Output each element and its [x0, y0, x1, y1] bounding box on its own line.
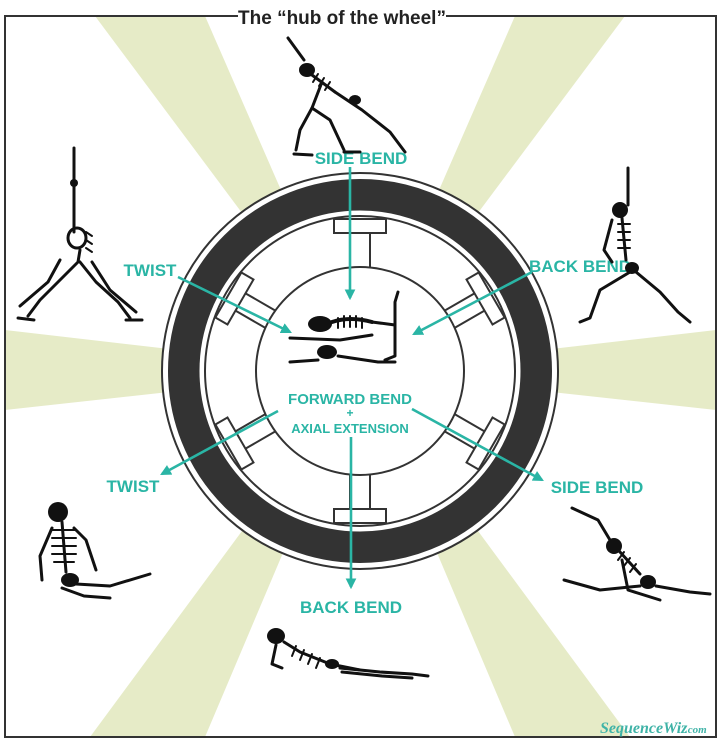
center-skeleton-icon — [288, 290, 400, 364]
center-label-plus: + — [346, 406, 353, 420]
arrow-icon — [411, 407, 544, 482]
label-lower-left-twist: TWIST — [107, 477, 160, 496]
skeleton-icon-top-side-bend — [286, 36, 407, 157]
arrow-icon — [412, 270, 533, 336]
label-upper-right-back-bend: BACK BEND — [529, 257, 631, 276]
brand-suffix: .com — [685, 724, 707, 736]
skeleton-icon-upper-left — [16, 146, 144, 322]
label-bottom-back-bend: BACK BEND — [300, 598, 402, 617]
center-label-line2: AXIAL EXTENSION — [291, 421, 409, 436]
skeleton-icon-upper-right — [578, 166, 692, 324]
wheel-icon — [161, 172, 559, 570]
skeleton-icon-bottom — [267, 628, 430, 680]
spoke-labels: SIDE BEND TWIST BACK BEND TWIST SIDE BEN… — [107, 149, 644, 617]
center-label-line1: FORWARD BEND — [288, 391, 412, 408]
page-title: The “hub of the wheel” — [238, 8, 446, 29]
label-upper-left-twist: TWIST — [124, 261, 177, 280]
skeleton-icon-lower-left — [38, 502, 152, 600]
arrow-icon — [160, 409, 279, 476]
center-label: FORWARD BEND + AXIAL EXTENSION — [288, 391, 412, 436]
brand-name: SequenceWiz — [600, 720, 688, 737]
label-lower-right-side-bend: SIDE BEND — [551, 478, 644, 497]
label-top-side-bend: SIDE BEND — [315, 149, 408, 168]
arrow-icon — [177, 275, 292, 334]
brand-logo: SequenceWiz .com — [600, 720, 707, 737]
hub — [255, 266, 465, 476]
arrows — [160, 167, 544, 590]
skeleton-icon-lower-right — [562, 506, 712, 602]
